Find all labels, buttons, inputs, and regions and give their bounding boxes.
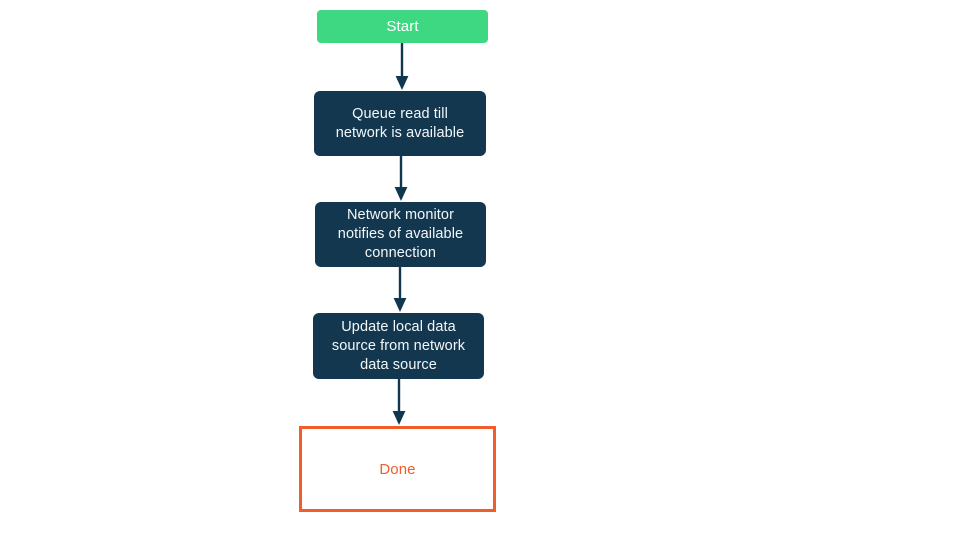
node-start-label: Start: [386, 18, 419, 35]
arrow-down-icon-start-to-queue-read: [392, 43, 412, 91]
node-network-monitor[interactable]: Network monitor notifies of available co…: [315, 202, 486, 267]
node-done[interactable]: Done: [299, 426, 496, 512]
node-update-local-label: Update local data source from network da…: [331, 318, 466, 373]
node-network-monitor-label: Network monitor notifies of available co…: [337, 207, 464, 261]
node-done-label: Done: [379, 460, 416, 478]
node-queue-read[interactable]: Queue read till network is available: [314, 91, 486, 156]
node-start[interactable]: Start: [317, 10, 488, 43]
arrow-down-icon-network-monitor-to-update-local: [390, 267, 410, 313]
node-update-local[interactable]: Update local data source from network da…: [313, 313, 484, 379]
node-queue-read-label: Queue read till network is available: [335, 105, 465, 141]
arrow-down-icon-update-local-to-done: [389, 379, 409, 426]
arrow-down-icon-queue-read-to-network-monitor: [391, 156, 411, 202]
